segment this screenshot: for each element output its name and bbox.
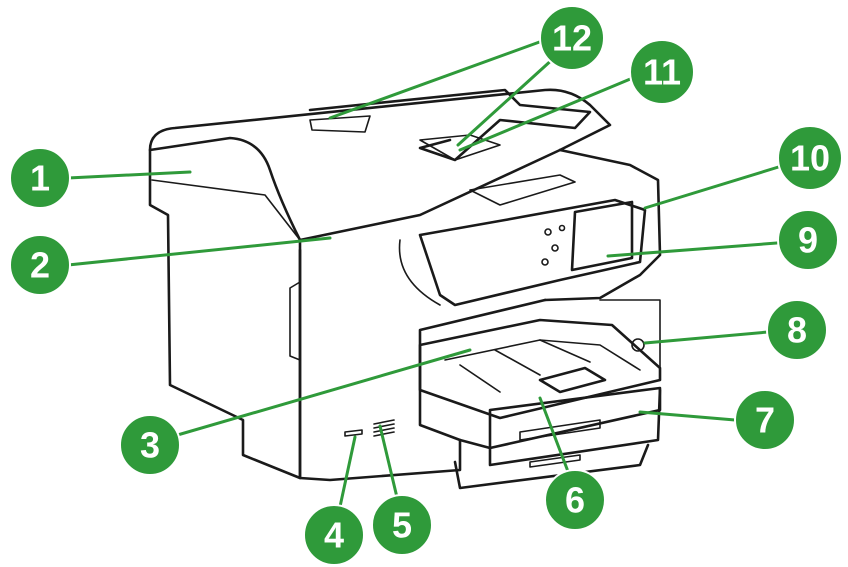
tray-extender <box>538 366 607 394</box>
callout-label: 1 <box>30 158 50 199</box>
callout-line-7 <box>638 410 737 422</box>
document-feeder-guide-left <box>309 115 371 133</box>
scanner-lid-edge <box>151 179 301 241</box>
callout-3: 3 <box>119 414 181 476</box>
callout-line-12a <box>328 38 547 120</box>
callout-label: 10 <box>790 138 830 179</box>
paper-tray-front <box>488 386 662 467</box>
callout-label: 9 <box>798 220 818 261</box>
printer-left-side <box>148 148 302 480</box>
callout-label: 5 <box>392 505 412 546</box>
memory-card-slot <box>631 338 645 352</box>
callout-label: 3 <box>140 425 160 466</box>
callout-11: 11 <box>629 39 695 105</box>
callout-label: 7 <box>755 400 775 441</box>
callout-1: 1 <box>9 147 71 209</box>
callout-label: 2 <box>30 245 50 286</box>
output-tray-ridge <box>494 349 541 376</box>
callout-line-10 <box>643 163 787 210</box>
callout-markers: 1 2 3 4 5 6 7 8 <box>9 5 843 566</box>
document-feeder-tray <box>308 88 592 162</box>
callout-5: 5 <box>371 494 433 556</box>
callout-12: 12 <box>539 5 605 71</box>
callout-7: 7 <box>734 389 796 451</box>
panel-button <box>558 224 566 232</box>
right-side-panel <box>599 299 661 369</box>
callout-label: 4 <box>324 515 344 556</box>
front-side-window <box>289 281 301 361</box>
scanner-lid <box>148 88 612 242</box>
bottom-tray <box>453 443 650 490</box>
callout-line-12b <box>456 46 567 147</box>
callout-2: 2 <box>9 234 71 296</box>
output-tray-inner <box>444 339 641 371</box>
paper-tray-handle <box>519 419 601 441</box>
callout-label: 11 <box>643 52 681 93</box>
callout-label: 12 <box>552 18 592 59</box>
output-tray <box>418 318 662 420</box>
callout-line-8 <box>643 330 770 345</box>
touch-screen <box>570 200 634 272</box>
document-feeder-guide-right <box>419 134 501 161</box>
callout-line-4 <box>336 435 357 518</box>
power-light <box>373 419 395 437</box>
callout-line-3 <box>148 348 472 445</box>
panel-button <box>551 244 559 252</box>
callout-line-11 <box>458 73 642 152</box>
callout-lines <box>66 38 792 518</box>
callout-line-2 <box>66 236 332 267</box>
control-panel-hinge <box>398 239 441 306</box>
callout-4: 4 <box>303 504 365 566</box>
panel-button <box>541 258 549 266</box>
printer-right-upper <box>543 148 662 302</box>
callout-6: 6 <box>544 469 606 531</box>
callout-line-1 <box>66 170 192 180</box>
callout-label: 8 <box>787 310 807 351</box>
output-slot <box>469 174 576 206</box>
output-tray-ridge <box>459 364 501 393</box>
callout-line-9 <box>606 240 792 258</box>
callout-10: 10 <box>777 125 843 191</box>
callout-9: 9 <box>777 209 839 271</box>
callout-line-6 <box>538 396 574 484</box>
panel-button <box>544 228 552 236</box>
control-panel <box>418 198 647 307</box>
callout-label: 6 <box>565 480 585 521</box>
printer-illustration <box>148 88 662 490</box>
power-button <box>344 429 363 437</box>
callout-8: 8 <box>766 299 828 361</box>
output-tray-ridge <box>539 339 591 363</box>
